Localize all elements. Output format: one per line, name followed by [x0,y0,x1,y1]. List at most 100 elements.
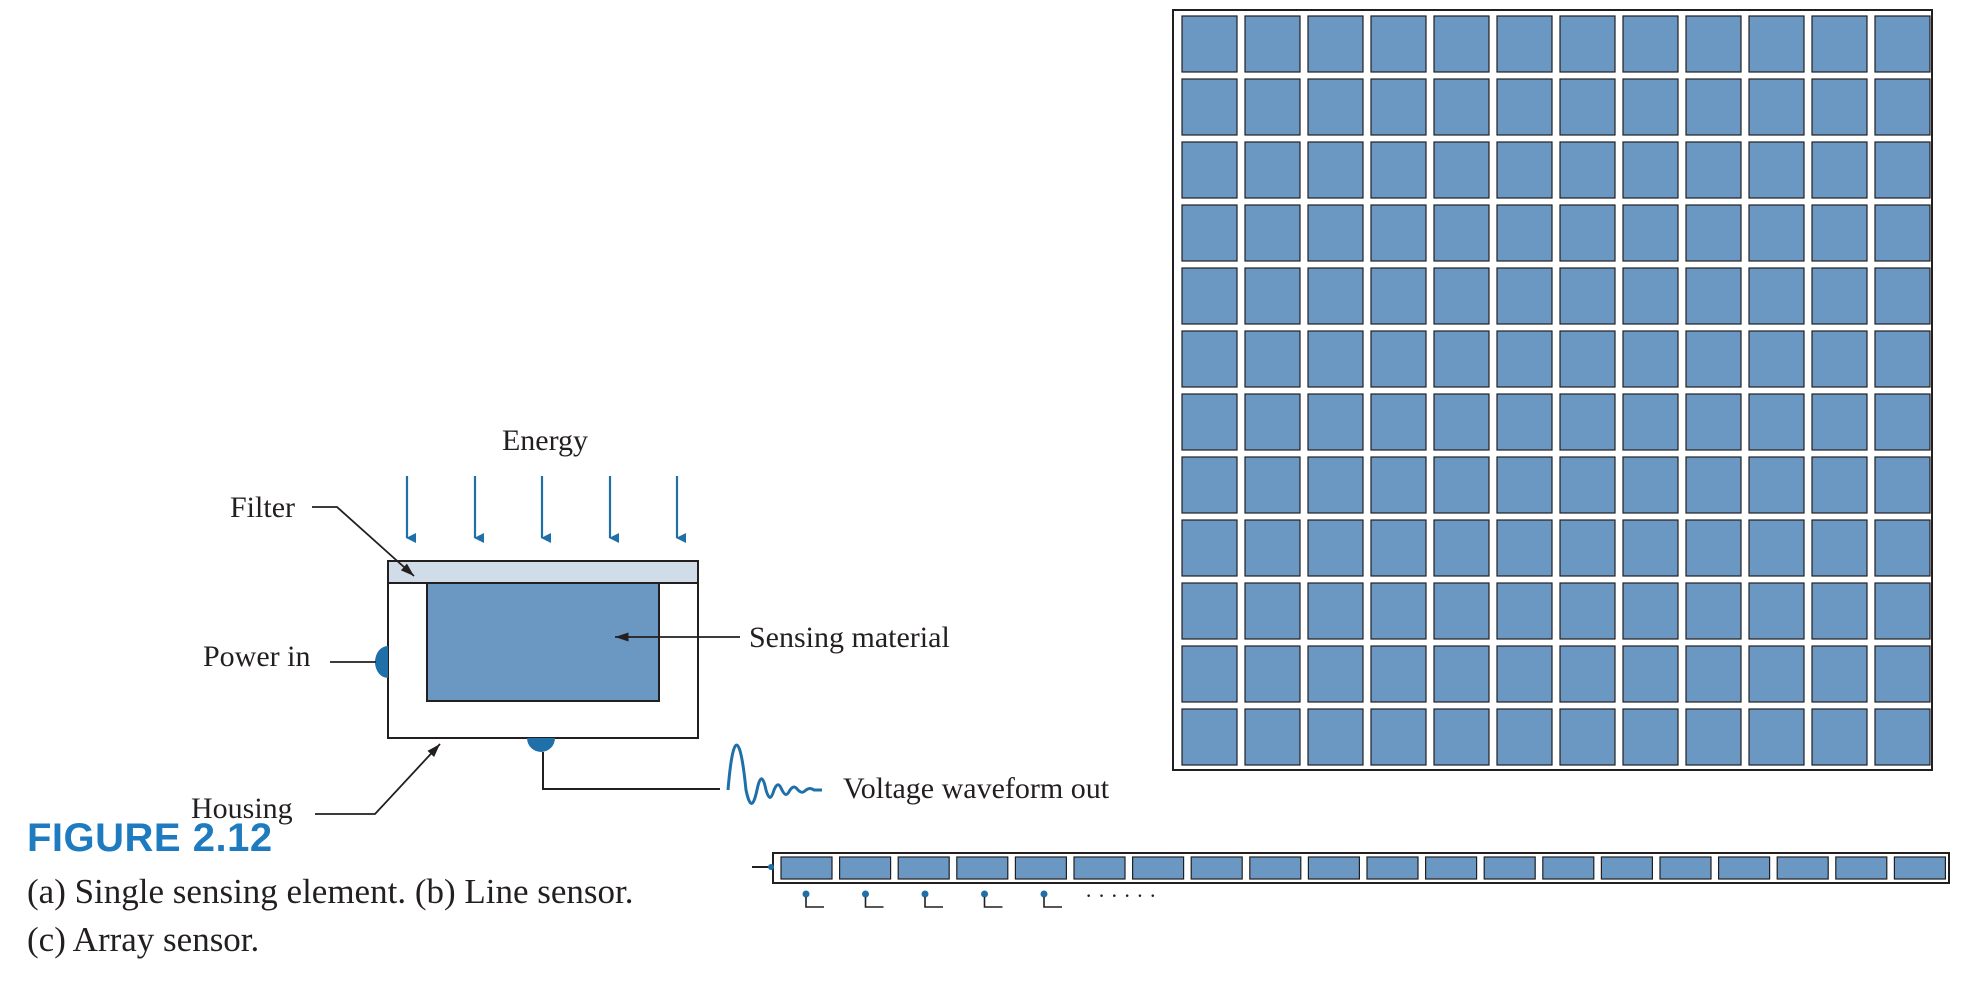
array-sensor-cell [1370,645,1427,703]
line-sensor-element [1014,856,1068,880]
array-sensor-cell [1622,15,1679,73]
array-sensor-cell [1874,708,1931,766]
array-sensor-cell [1181,645,1238,703]
array-sensor-cell [1244,645,1301,703]
array-sensor-cell [1685,456,1742,514]
array-sensor-cell [1811,708,1868,766]
array-sensor-cell [1244,519,1301,577]
array-sensor-cell [1748,582,1805,640]
line-sensor-element [1483,856,1536,880]
array-sensor-cell [1559,78,1616,136]
array-sensor-cell [1433,708,1490,766]
array-sensor-cell [1244,141,1301,199]
array-sensor-cell [1244,393,1301,451]
array-sensor-cell [1622,78,1679,136]
array-sensor-cell [1370,141,1427,199]
array-sensor-cell [1244,204,1301,262]
array-sensor-cell [1244,708,1301,766]
array-sensor-cell [1622,393,1679,451]
line-sensor-element [1073,856,1126,880]
line-sensor-output-icon [981,890,1003,908]
line-sensor: · · · · · · [752,852,1950,908]
array-sensor-cell [1181,267,1238,325]
array-sensor-cell [1622,582,1679,640]
array-sensor-cell [1496,708,1553,766]
array-sensor-cell [1433,267,1490,325]
array-sensor-cell [1748,708,1805,766]
line-sensor-element [1424,856,1478,880]
array-sensor-cell [1622,330,1679,388]
array-sensor-cell [1307,15,1364,73]
line-sensor-output-icon [1040,890,1062,908]
array-sensor-cell [1811,645,1868,703]
array-sensor-cell [1559,519,1616,577]
array-sensor-cell [1370,456,1427,514]
line-sensor-element [838,856,892,880]
line-sensor-element [897,856,950,880]
array-sensor-cell [1370,78,1427,136]
filter [387,560,699,584]
array-sensor-cell [1307,708,1364,766]
array-sensor-cell [1433,645,1490,703]
array-sensor-cell [1496,78,1553,136]
array-sensor-cell [1622,204,1679,262]
array-sensor-cell [1811,393,1868,451]
array-sensor-cell [1370,330,1427,388]
array-sensor-cell [1559,582,1616,640]
array-sensor-cell [1748,78,1805,136]
array-sensor-cell [1496,519,1553,577]
array-sensor-cell [1559,393,1616,451]
array-sensor-cell [1559,330,1616,388]
single-sensing-element: Energy Filter Power in Sensing material … [191,424,1110,825]
array-sensor-cell [1370,582,1427,640]
figure-caption-line-2: (c) Array sensor. [27,920,260,959]
array-sensor-cell [1874,78,1931,136]
array-sensor-cell [1181,582,1238,640]
array-sensor-cell [1811,78,1868,136]
line-sensor-element [1249,856,1302,880]
array-sensor-cell [1622,519,1679,577]
array-sensor-cell [1559,708,1616,766]
array-sensor-cell [1685,267,1742,325]
array-sensor-cell [1874,330,1931,388]
array-sensor-cell [1433,15,1490,73]
array-sensor-cell [1811,15,1868,73]
array-sensor-cell [1874,582,1931,640]
voltage-waveform-icon [726,743,822,805]
housing-label: Housing [191,792,293,825]
array-sensor-cell [1496,267,1553,325]
array-sensor [1172,9,1933,771]
array-sensor-cell [1181,204,1238,262]
line-sensor-element [1190,856,1243,880]
array-sensor-cell [1181,519,1238,577]
array-sensor-cell [1496,456,1553,514]
array-sensor-cell [1181,141,1238,199]
energy-label: Energy [502,424,588,457]
array-sensor-cell [1433,393,1490,451]
array-sensor-cell [1433,330,1490,388]
array-sensor-cell [1811,330,1868,388]
array-sensor-cell [1370,204,1427,262]
filter-label: Filter [230,491,295,524]
array-sensor-cell [1244,15,1301,73]
array-sensor-cell [1307,141,1364,199]
array-sensor-cell [1181,15,1238,73]
array-sensor-cell [1496,645,1553,703]
array-frame [1172,9,1933,771]
array-sensor-cell [1307,582,1364,640]
line-sensor-output-icon [802,890,824,908]
line-sensor-element [1366,856,1419,880]
array-sensor-cell [1748,15,1805,73]
array-sensor-cell [1622,141,1679,199]
array-sensor-cell [1685,393,1742,451]
line-sensor-element [1307,856,1361,880]
array-sensor-cell [1181,708,1238,766]
array-sensor-cell [1874,645,1931,703]
figure-caption-line-1: (a) Single sensing element. (b) Line sen… [27,872,634,911]
array-sensor-cell [1370,393,1427,451]
figure-caption: (a) Single sensing element. (b) Line sen… [27,868,787,964]
line-sensor-element [1600,856,1654,880]
array-sensor-cell [1748,645,1805,703]
array-sensor-cell [1559,645,1616,703]
